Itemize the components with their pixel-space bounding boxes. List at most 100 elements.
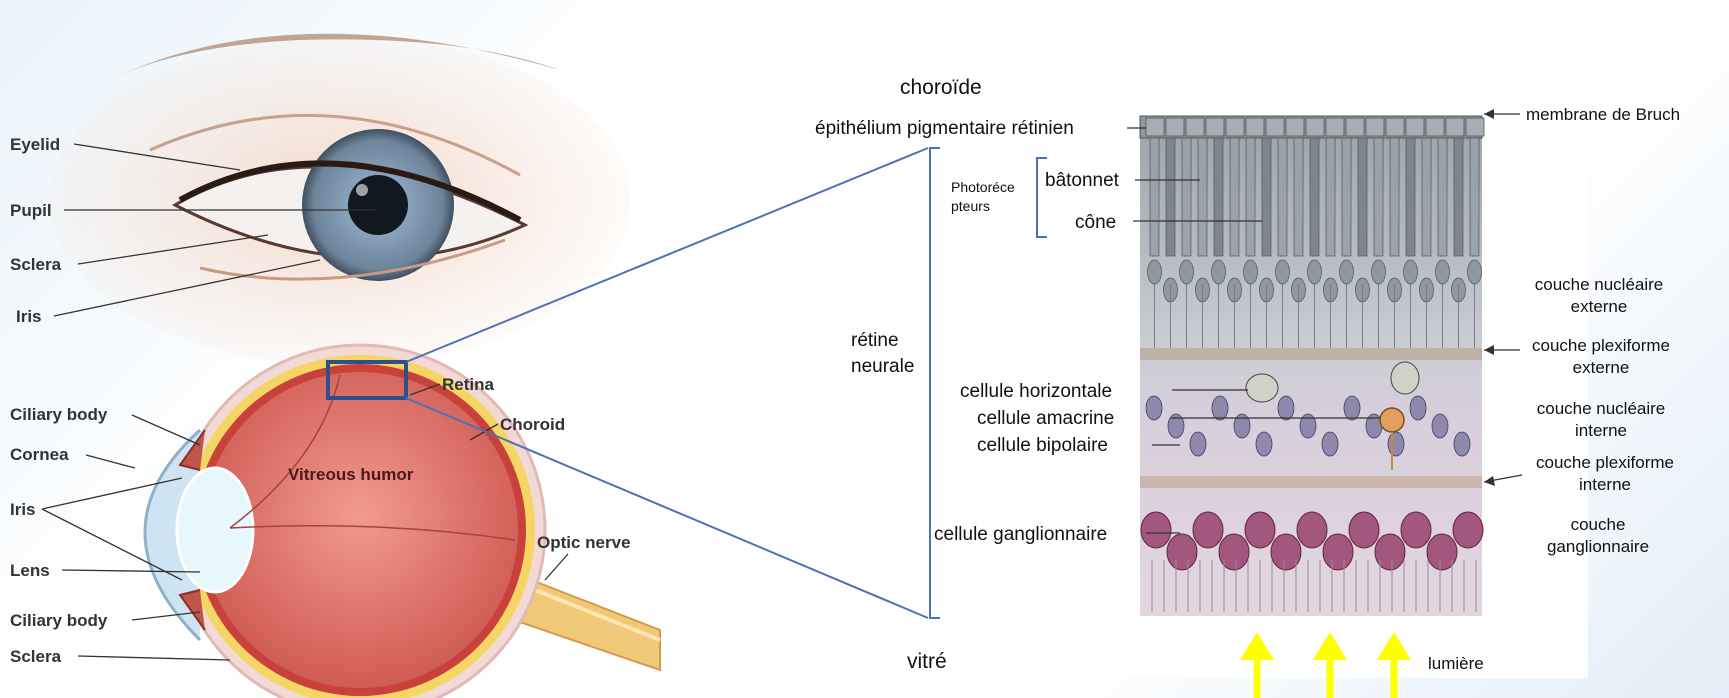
rpe-cell (1406, 118, 1424, 136)
bipolar-cell (1410, 396, 1426, 420)
photoreceptor-segment (1246, 138, 1255, 256)
label-lens: Lens (10, 561, 50, 580)
ganglion-cell (1297, 512, 1327, 548)
ganglion-cell (1167, 534, 1197, 570)
label-ganglionnaire-1: couche (1571, 515, 1626, 534)
lens-shape (177, 468, 253, 592)
photoreceptor-nucleus (1244, 260, 1258, 284)
bipolar-cell (1278, 396, 1294, 420)
ganglion-cell (1349, 512, 1379, 548)
photoreceptor-segment (1374, 138, 1383, 256)
ganglion-cell (1245, 512, 1275, 548)
photoreceptor-nucleus (1372, 260, 1386, 284)
label-cellule-ganglionnaire: cellule ganglionnaire (934, 524, 1107, 545)
bipolar-cell (1344, 396, 1360, 420)
photoreceptor-nucleus (1404, 260, 1418, 284)
ganglion-cell (1401, 512, 1431, 548)
bipolar-cell (1388, 432, 1404, 456)
photoreceptor-segment (1310, 138, 1319, 256)
label-iris-front: Iris (16, 307, 42, 326)
label-plexiforme-interne-2: interne (1579, 475, 1631, 494)
bipolar-cell (1432, 414, 1448, 438)
photoreceptor-segment (1150, 138, 1159, 256)
photoreceptor-segment (1230, 138, 1239, 256)
label-choroid: Choroid (500, 415, 565, 434)
label-cellule-bipolaire: cellule bipolaire (977, 435, 1108, 456)
ganglion-cell (1453, 512, 1483, 548)
rpe-cell (1386, 118, 1404, 136)
photoreceptor-segment (1470, 138, 1479, 256)
label-cellule-amacrine: cellule amacrine (977, 408, 1114, 429)
label-epithelium: épithélium pigmentaire rétinien (815, 118, 1074, 139)
label-vitreous-humor: Vitreous humor (288, 465, 414, 484)
rpe-cell (1226, 118, 1244, 136)
label-membrane-bruch: membrane de Bruch (1526, 105, 1680, 124)
label-nucleaire-interne-2: interne (1575, 421, 1627, 440)
label-ciliary-body-bottom: Ciliary body (10, 611, 108, 630)
photoreceptor-nucleus (1308, 260, 1322, 284)
eye-front-illustration (50, 34, 630, 365)
label-nucleaire-interne-1: couche nucléaire (1537, 399, 1666, 418)
bipolar-cell (1190, 432, 1206, 456)
label-iris-section: Iris (10, 500, 36, 519)
photoreceptor-segment (1294, 138, 1303, 256)
photoreceptor-segment (1214, 138, 1223, 256)
photoreceptor-segment (1358, 138, 1367, 256)
photoreceptor-nucleus (1276, 260, 1290, 284)
photoreceptor-nucleus (1180, 260, 1194, 284)
photoreceptor-segment (1390, 138, 1399, 256)
bipolar-cell (1454, 432, 1470, 456)
ganglion-cell (1141, 512, 1171, 548)
photoreceptor-segment (1454, 138, 1463, 256)
bipolar-cell (1322, 432, 1338, 456)
label-plexiforme-externe-1: couche plexiforme (1532, 336, 1670, 355)
label-choroide: choroïde (900, 76, 982, 99)
label-photorecepteurs-2: pteurs (951, 198, 990, 214)
bipolar-cell (1146, 396, 1162, 420)
label-optic-nerve: Optic nerve (537, 533, 631, 552)
label-nucleaire-externe-2: externe (1571, 297, 1628, 316)
rpe-cell (1326, 118, 1344, 136)
photoreceptor-segment (1182, 138, 1191, 256)
bipolar-cell (1256, 432, 1272, 456)
label-cone: cône (1075, 212, 1116, 233)
rpe-cell (1426, 118, 1444, 136)
photoreceptor-segment (1278, 138, 1287, 256)
rpe-cell (1346, 118, 1364, 136)
photoreceptor-nucleus (1148, 260, 1162, 284)
rpe-cell (1366, 118, 1384, 136)
photoreceptor-segment (1198, 138, 1207, 256)
label-plexiforme-externe-2: externe (1573, 358, 1630, 377)
label-ganglionnaire-2: ganglionnaire (1547, 537, 1649, 556)
label-cellule-horizontale: cellule horizontale (960, 381, 1112, 402)
photoreceptor-nucleus (1212, 260, 1226, 284)
photoreceptor-segment (1166, 138, 1175, 256)
label-lumiere: lumière (1428, 654, 1484, 673)
label-sclera: Sclera (10, 255, 62, 274)
rpe-cell (1186, 118, 1204, 136)
rpe-cell (1246, 118, 1264, 136)
label-cornea: Cornea (10, 445, 69, 464)
label-eyelid: Eyelid (10, 135, 60, 154)
photoreceptor-nucleus (1436, 260, 1450, 284)
ganglion-cell (1323, 534, 1353, 570)
ganglion-cell (1193, 512, 1223, 548)
pupil-disk (348, 175, 408, 235)
eye-cross-section (145, 345, 660, 698)
rpe-cell (1446, 118, 1464, 136)
rpe-cell (1166, 118, 1184, 136)
photoreceptor-segment (1342, 138, 1351, 256)
label-nucleaire-externe-1: couche nucléaire (1535, 275, 1664, 294)
photoreceptor-segment (1422, 138, 1431, 256)
photoreceptor-segment (1326, 138, 1335, 256)
rpe-cell (1286, 118, 1304, 136)
rpe-cell (1306, 118, 1324, 136)
photoreceptor-segment (1406, 138, 1415, 256)
rpe-cell (1206, 118, 1224, 136)
photoreceptor-nucleus (1340, 260, 1354, 284)
rpe-cell (1146, 118, 1164, 136)
label-ciliary-body-top: Ciliary body (10, 405, 108, 424)
label-batonnet: bâtonnet (1045, 170, 1120, 191)
label-retine-neurale-1: rétine (851, 330, 899, 351)
label-retine-neurale-2: neurale (851, 356, 914, 377)
